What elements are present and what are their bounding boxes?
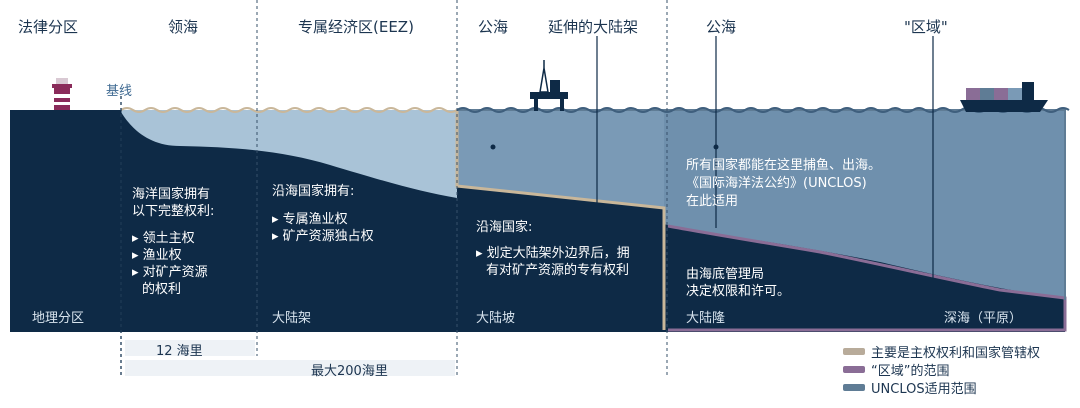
shelf-rights-title: 沿海国家:	[476, 220, 533, 235]
territorial-sea-label: 领海	[168, 18, 199, 36]
high-seas-label-2: 公海	[706, 18, 737, 36]
sea-surface	[120, 107, 458, 113]
area-note-1: 由海底管理局	[686, 267, 765, 282]
full-rights-item-3: ▸ 对矿产资源	[132, 265, 208, 280]
high-seas-note-3: 在此适用	[686, 194, 739, 209]
oil-platform-icon	[530, 60, 568, 111]
territorial-water	[121, 110, 457, 198]
legend-item-unclos: UNCLOS适用范围	[843, 378, 1040, 397]
eez-rights-item-1: ▸ 专属渔业权	[272, 212, 348, 227]
baseline-label: 基线	[106, 84, 133, 99]
area-boundary	[667, 224, 1067, 332]
eez-rights-title: 沿海国家拥有:	[272, 184, 355, 199]
high-seas-note-2: 《国际海洋法公约》(UNCLOS)	[686, 176, 867, 191]
legal-zones-label: 法律分区	[18, 18, 79, 36]
rise-label: 大陆隆	[686, 311, 726, 326]
legend-swatch-area	[843, 365, 865, 373]
nm200-bar	[125, 360, 455, 376]
shelf-rights-item-1: ▸ 划定大陆架外边界后，拥	[476, 246, 630, 261]
cargo-ship-icon	[960, 82, 1048, 112]
shelf-rights-item-2: 有对矿产资源的专有权利	[486, 263, 630, 278]
eez-label: 专属经济区(EEZ)	[298, 18, 414, 36]
area-note-2: 决定权限和许可。	[686, 284, 791, 299]
legend-label-sovereign: 主要是主权权利和国家管辖权	[871, 345, 1041, 361]
legend-item-sovereign: 主要是主权权利和国家管辖权	[843, 342, 1041, 361]
legend: 主要是主权权利和国家管辖权 “区域”的范围 UNCLOS适用范围	[843, 342, 1041, 397]
extended-shelf-label: 延伸的大陆架	[548, 18, 639, 36]
high-seas-label-1: 公海	[478, 18, 509, 36]
slope-label: 大陆坡	[476, 311, 516, 326]
lighthouse-icon	[52, 78, 72, 110]
nm12-label: 12 海里	[156, 344, 203, 359]
legend-item-area: “区域”的范围	[843, 360, 1040, 379]
legend-label-unclos: UNCLOS适用范围	[871, 381, 977, 397]
full-rights-item-1: ▸ 领土主权	[132, 231, 195, 246]
high-seas-note-1: 所有国家都能在这里捕鱼、出海。	[686, 158, 882, 173]
full-rights-title-2: 以下完整权利:	[132, 204, 215, 219]
area-label: "区域"	[904, 18, 948, 36]
eez-rights-item-2: ▸ 矿产资源独占权	[272, 229, 374, 244]
full-rights-title-1: 海洋国家拥有	[132, 187, 211, 202]
legend-swatch-sovereign	[843, 347, 865, 355]
high-seas-dot	[490, 144, 496, 150]
full-rights-item-4: 的权利	[142, 282, 182, 297]
shelf-label: 大陆架	[272, 311, 312, 326]
shelf-water	[457, 110, 664, 208]
nm12-bar	[125, 340, 255, 356]
abyssal-label: 深海（平原）	[944, 311, 1023, 326]
legend-label-area: “区域”的范围	[871, 363, 950, 379]
legend-swatch-unclos	[843, 383, 865, 391]
land-block	[10, 110, 121, 332]
geo-zones-label: 地理分区	[32, 311, 85, 326]
high-seas-dot-2	[713, 144, 719, 150]
nm200-label: 最大200海里	[311, 364, 388, 379]
sovereign-boundary	[455, 110, 666, 330]
full-rights-item-2: ▸ 渔业权	[132, 248, 182, 263]
